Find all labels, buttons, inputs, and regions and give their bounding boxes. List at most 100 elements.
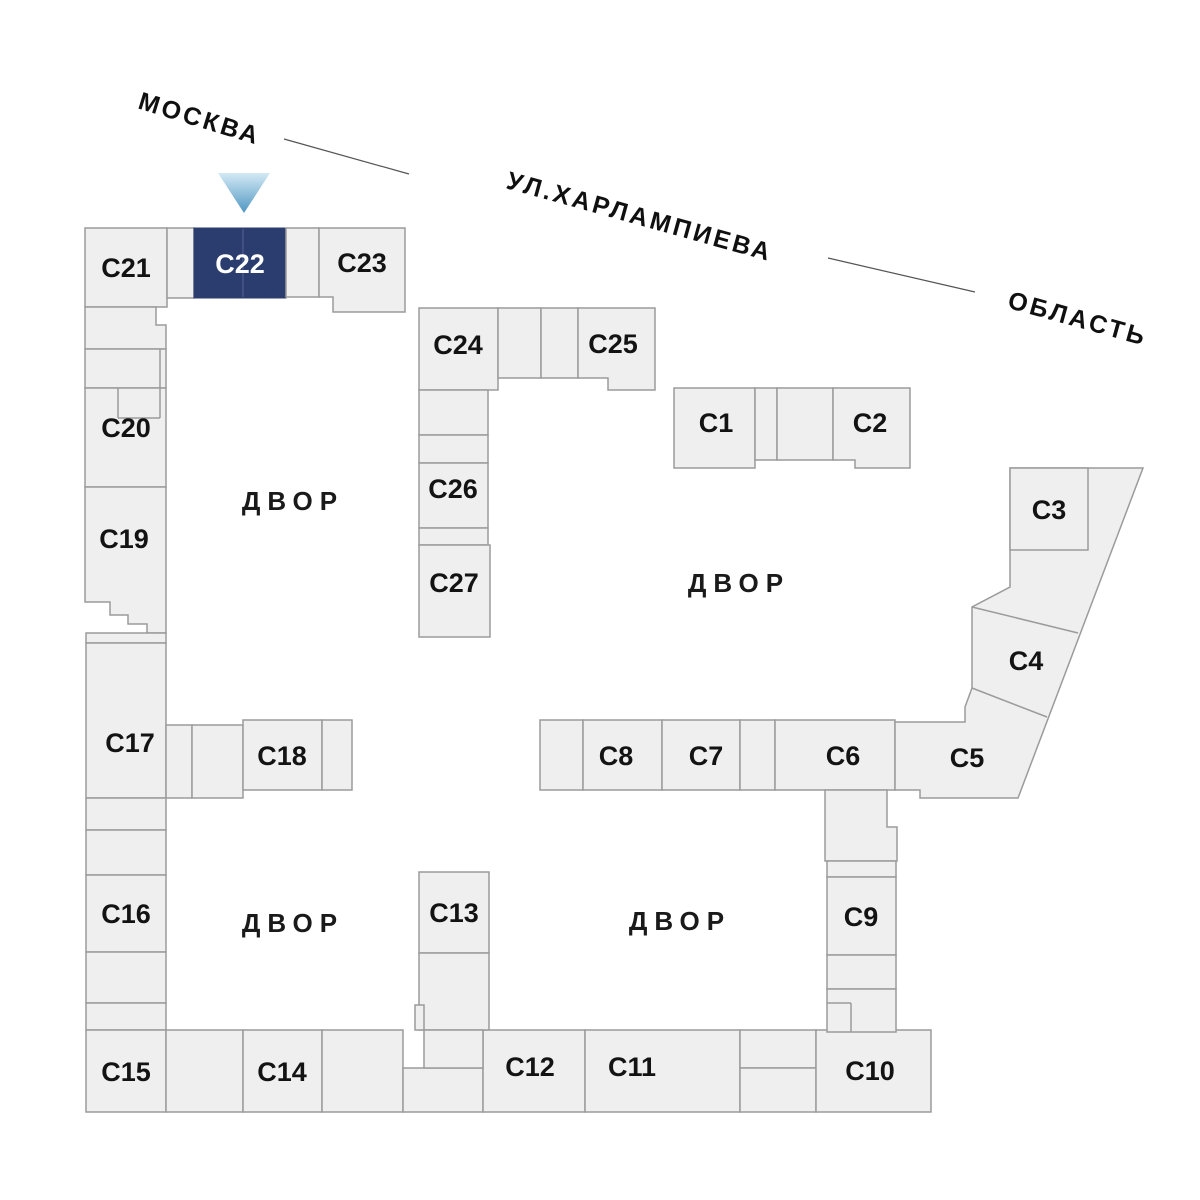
building-c1-label: С1 (699, 408, 734, 438)
building-c18-label: С18 (257, 741, 307, 771)
building-c3-shape[interactable] (1009, 467, 1089, 551)
connector-block (418, 952, 490, 1031)
courtyard-label-top-left: ДВОР (242, 486, 344, 516)
building-c26: С26 (418, 462, 489, 529)
building-c2-shape[interactable] (832, 387, 911, 469)
building-c10: С10 (815, 1029, 932, 1113)
connector-block (414, 1004, 425, 1031)
building-c9-label: С9 (844, 902, 879, 932)
connector-block (739, 1029, 817, 1069)
connector-block (739, 719, 776, 791)
connector-block (84, 306, 167, 350)
street-name-label: УЛ.ХАРЛАМПИЕВА (504, 167, 776, 267)
building-c1-shape[interactable] (673, 387, 756, 469)
building-c19-label: С19 (99, 524, 149, 554)
courtyard-label-right: ДВОР (688, 568, 790, 598)
building-c21-shape[interactable] (84, 227, 168, 308)
street-label-moscow: МОСКВА (135, 87, 264, 151)
building-c16-label: С16 (101, 899, 151, 929)
street-line-left (283, 138, 410, 175)
connector-block (85, 797, 167, 831)
connector-block (418, 527, 489, 546)
building-c25-label: С25 (588, 329, 638, 359)
connector-block (85, 829, 167, 876)
building-c1: С1 (673, 387, 756, 469)
connector-block (321, 1029, 404, 1113)
building-c8: С8 (582, 719, 663, 791)
building-c16: С16 (85, 874, 167, 953)
building-c27-label: С27 (429, 568, 479, 598)
building-c26-shape[interactable] (418, 462, 489, 529)
connector-block (826, 988, 897, 1033)
building-c23: С23 (318, 227, 406, 313)
courtyard-label-bottom-left: ДВОР (242, 908, 344, 938)
building-c14-shape[interactable] (242, 1029, 323, 1113)
connector-block (423, 1029, 484, 1069)
building-c16-shape[interactable] (85, 874, 167, 953)
building-c5-label: С5 (950, 743, 985, 773)
building-c19-shape[interactable] (84, 486, 167, 634)
building-c12-shape[interactable] (482, 1029, 586, 1113)
building-c21-label: С21 (101, 253, 151, 283)
building-c11-shape[interactable] (584, 1029, 741, 1113)
building-c15-label: С15 (101, 1057, 151, 1087)
building-c17-shape[interactable] (85, 642, 167, 799)
building-c22-shape[interactable] (193, 227, 287, 299)
connector-block (776, 387, 834, 461)
connector-block (85, 951, 167, 1004)
connector-block (165, 724, 193, 799)
building-c12: С12 (482, 1029, 586, 1113)
building-c10-shape[interactable] (815, 1029, 932, 1113)
building-c22-label: С22 (215, 249, 265, 279)
building-c24-shape[interactable] (418, 307, 499, 391)
selected-building-pointer-icon (218, 173, 270, 213)
connector-block (84, 348, 167, 389)
connector-block (739, 1067, 817, 1113)
building-c24: С24 (418, 307, 499, 391)
building-band-dividers (971, 606, 1079, 718)
building-c8-label: С8 (599, 741, 634, 771)
building-c18: С18 (242, 719, 323, 791)
connector-block (824, 789, 898, 862)
building-c27-shape[interactable] (418, 544, 491, 638)
building-c2-label: С2 (853, 408, 888, 438)
street-label-oblast: ОБЛАСТЬ (1005, 286, 1151, 351)
connector-block (191, 724, 244, 799)
connector-block (418, 389, 489, 436)
connector-block (539, 719, 584, 791)
building-c21: С21 (84, 227, 168, 308)
building-c10-label: С10 (845, 1056, 895, 1086)
connector-block (826, 860, 897, 878)
building-c22-selected: С22 (193, 227, 287, 299)
building-c26-label: С26 (428, 474, 478, 504)
building-c2: С2 (832, 387, 911, 469)
building-c20-inner-lines (117, 349, 161, 419)
building-c7-shape[interactable] (661, 719, 741, 791)
building-c7-label: С7 (689, 741, 724, 771)
building-c25: С25 (577, 307, 656, 391)
street-line-right (827, 257, 976, 293)
building-c17: С17 (85, 642, 167, 799)
building-c9: С9 (826, 876, 897, 956)
building-c13-shape[interactable] (418, 871, 490, 954)
building-c23-shape[interactable] (318, 227, 406, 313)
building-c25-shape[interactable] (577, 307, 656, 391)
building-c4-label: С4 (1009, 646, 1044, 676)
connector-block (418, 434, 489, 464)
building-c6-shape[interactable] (774, 719, 896, 791)
connector-block (166, 227, 195, 299)
courtyard-label-bottom-middle: ДВОР (629, 906, 731, 936)
building-c18-shape[interactable] (242, 719, 323, 791)
building-c6: С6 (774, 719, 896, 791)
building-c9-shape[interactable] (826, 876, 897, 956)
building-c17-label: С17 (105, 728, 155, 758)
connector-block (497, 307, 542, 379)
building-c11: С11 (584, 1029, 741, 1113)
connector-block (826, 954, 897, 990)
building-c15: С15 (85, 1029, 167, 1113)
connector-block (85, 632, 167, 644)
connector-block (754, 387, 778, 461)
building-c11-label: С11 (608, 1052, 656, 1082)
